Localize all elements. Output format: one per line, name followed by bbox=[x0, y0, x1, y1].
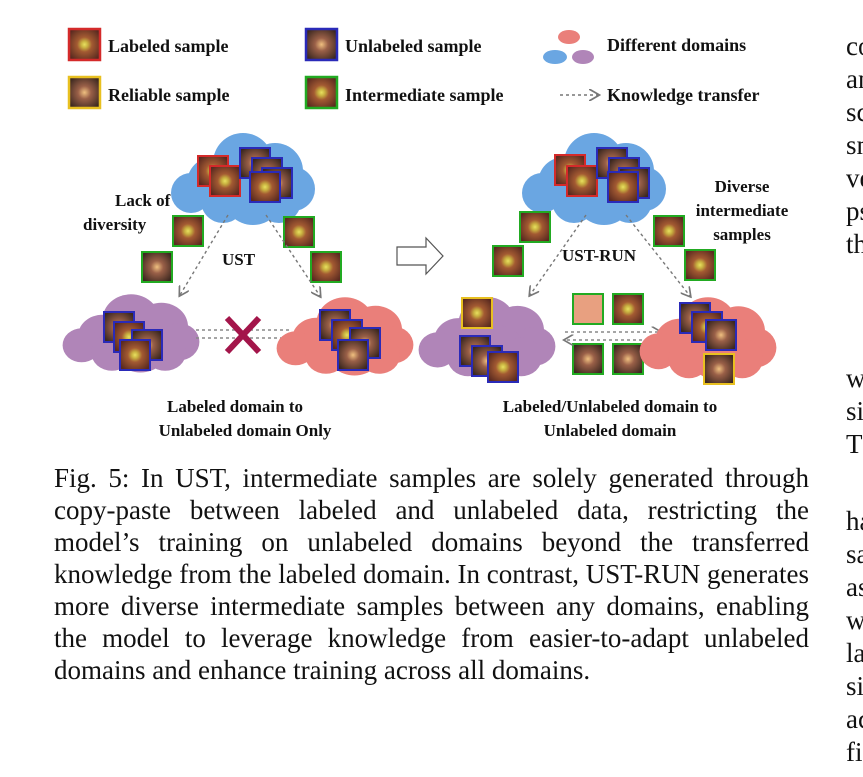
right-side-label-line1: Diverse bbox=[715, 177, 770, 196]
left-unlabeled-domain-samples bbox=[319, 309, 381, 371]
legend-different-domains-icon bbox=[543, 30, 594, 64]
fragment: si bbox=[846, 396, 863, 426]
fragment: la bbox=[846, 638, 863, 668]
right-intermediate-samples bbox=[492, 211, 716, 375]
fragment: ha bbox=[846, 506, 863, 536]
legend: Labeled sample Unlabeled sample Differen… bbox=[67, 27, 759, 110]
legend-unlabeled-sample-icon bbox=[304, 27, 339, 62]
left-intermediate-samples bbox=[141, 215, 342, 283]
fragment: as bbox=[846, 572, 863, 602]
right-panel: Diverse intermediate samples UST-RUN bbox=[418, 133, 789, 440]
fragment: w bbox=[846, 363, 863, 393]
figure-caption: Fig. 5: In UST, intermediate samples are… bbox=[54, 463, 809, 685]
legend-labeled-sample-icon bbox=[67, 27, 102, 62]
right-transfer-arrow-to-unlabeled bbox=[625, 214, 690, 296]
legend-different-domains-label: Different domains bbox=[607, 35, 746, 55]
fragment: an bbox=[846, 64, 863, 94]
fragment: sn bbox=[846, 130, 863, 160]
left-transfer-arrow-to-unlabeled bbox=[265, 214, 320, 296]
legend-reliable-sample-icon bbox=[67, 75, 102, 110]
left-method-label: UST bbox=[222, 250, 256, 269]
fragment: co bbox=[846, 31, 863, 61]
left-blocked-cross-icon bbox=[224, 315, 262, 355]
right-labeled-domain-samples bbox=[459, 297, 519, 383]
legend-intermediate-sample-icon bbox=[304, 75, 339, 110]
right-method-label: UST-RUN bbox=[562, 246, 637, 265]
fragment: fi bbox=[846, 737, 863, 767]
left-panel: Lack of diversity UST bbox=[62, 133, 414, 440]
left-top-cloud-samples bbox=[197, 147, 293, 203]
right-unlabeled-domain-samples bbox=[679, 302, 737, 385]
legend-unlabeled-sample-label: Unlabeled sample bbox=[345, 36, 482, 56]
legend-reliable-sample-label: Reliable sample bbox=[108, 85, 230, 105]
right-side-label-line3: samples bbox=[713, 225, 771, 244]
legend-intermediate-sample-label: Intermediate sample bbox=[345, 85, 503, 105]
fragment: sa bbox=[846, 539, 863, 569]
left-side-label-line2: diversity bbox=[83, 215, 147, 234]
left-side-label-line1: Lack of bbox=[115, 191, 171, 210]
right-bottom-label-line2: Unlabeled domain bbox=[544, 421, 677, 440]
right-side-label-line2: intermediate bbox=[696, 201, 789, 220]
figure-diagram: Labeled sample Unlabeled sample Differen… bbox=[62, 27, 789, 440]
legend-labeled-sample-label: Labeled sample bbox=[108, 36, 229, 56]
fragment: T bbox=[846, 429, 863, 459]
left-bottom-label-line1: Labeled domain to bbox=[167, 397, 303, 416]
left-bottom-label-line2: Unlabeled domain Only bbox=[159, 421, 332, 440]
fragment: si bbox=[846, 671, 863, 701]
legend-knowledge-transfer-label: Knowledge transfer bbox=[607, 85, 759, 105]
right-bottom-label-line1: Labeled/Unlabeled domain to bbox=[503, 397, 717, 416]
fragment: sc bbox=[846, 97, 863, 127]
fragment: ve bbox=[846, 163, 863, 193]
fragment: w bbox=[846, 605, 863, 635]
left-labeled-domain-samples bbox=[103, 311, 163, 371]
right-transfer-arrow-to-labeled bbox=[530, 214, 587, 295]
fragment: th bbox=[846, 229, 863, 259]
center-hollow-arrow-icon bbox=[396, 236, 444, 276]
fragment: ac bbox=[846, 704, 863, 734]
right-top-cloud-samples bbox=[554, 147, 650, 203]
fragment: ps bbox=[846, 196, 863, 226]
